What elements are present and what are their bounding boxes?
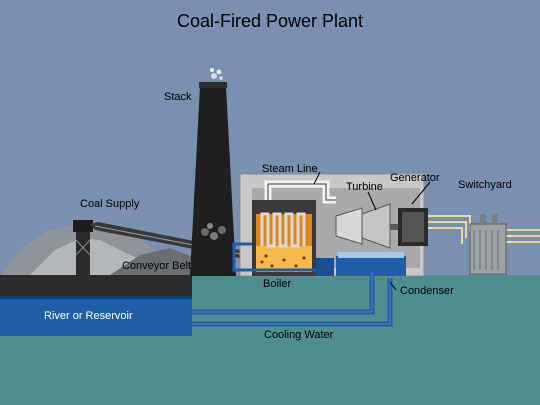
- river-or-reservoir: [0, 298, 192, 336]
- switchyard-transformer: [469, 223, 507, 275]
- smoke: [211, 73, 217, 79]
- label-stack: Stack: [164, 91, 192, 103]
- label-turbine: Turbine: [346, 181, 383, 193]
- label-river-or-reservoir: River or Reservoir: [44, 310, 133, 322]
- label-generator: Generator: [390, 172, 440, 184]
- turbine: [335, 207, 363, 245]
- label-switchyard: Switchyard: [458, 179, 512, 191]
- label-condenser: Condenser: [400, 285, 454, 297]
- label-coal-supply: Coal Supply: [80, 198, 140, 210]
- diagram-title: Coal-Fired Power Plant: [176, 11, 364, 31]
- label-steam-line: Steam Line: [262, 163, 318, 175]
- label-conveyor-belt: Conveyor Belt: [122, 260, 192, 272]
- leader-lines: [313, 171, 431, 291]
- condenser: [336, 256, 406, 276]
- label-cooling-water: Cooling Water: [264, 329, 334, 341]
- ground-strip: [0, 274, 192, 298]
- boiler-tubes: [260, 212, 306, 248]
- conveyor-tower: [76, 230, 90, 275]
- label-boiler: Boiler: [263, 278, 292, 290]
